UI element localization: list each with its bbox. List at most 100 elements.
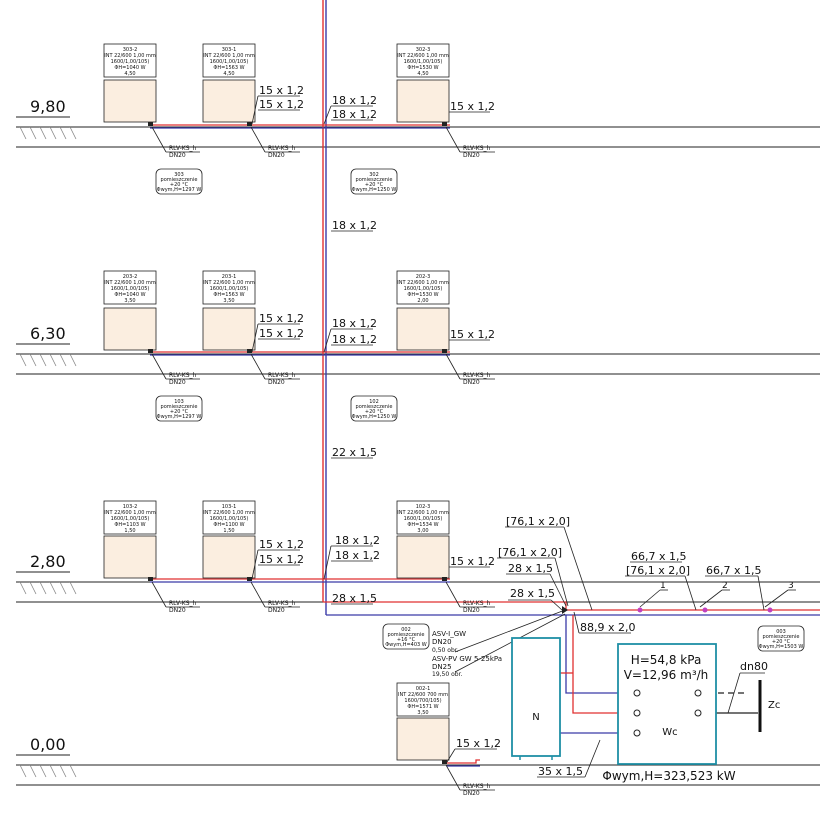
svg-text:+20 °C: +20 °C [772,639,791,645]
svg-text:103: 103 [174,399,184,405]
valve-label: RLV-KS_h [268,145,296,152]
radiator: 103-2 INT 22/600 1,00 mm 1600/1,00/105) … [103,500,157,579]
level-label: 9,80 [30,97,66,116]
valve-size: DN20 [268,607,285,614]
svg-text:ASV-PV GW 5-25kPa: ASV-PV GW 5-25kPa [432,655,502,663]
svg-text:ΦH=1100 W: ΦH=1100 W [213,522,244,528]
pipe-size-label: 15 x 1,2 [259,327,304,340]
svg-text:INT 22/600 1,00 mm: INT 22/600 1,00 mm [104,280,156,286]
flow-label: V=12,96 m³/h [624,668,709,682]
head-label: H=54,8 kPa [631,653,702,667]
pipe-size-label: 18 x 1,2 [335,534,380,547]
svg-text:1600/1,00/105): 1600/1,00/105) [210,516,249,522]
svg-text:302-3: 302-3 [416,47,431,53]
svg-text:pomieszczenie: pomieszczenie [356,177,393,183]
svg-text:19,50 obr.: 19,50 obr. [432,671,462,678]
valve-label: RLV-KS_h [463,783,491,790]
svg-text:1600/1,00/105): 1600/1,00/105) [404,286,443,292]
branch-markers: 1 2 3 [637,581,796,613]
svg-text:DN25: DN25 [432,663,452,671]
heat-exchanger: H=54,8 kPa V=12,96 m³/h Wc Φwym,H=323,52… [602,643,736,783]
svg-text:3,50: 3,50 [417,710,428,716]
valve-size: DN20 [169,607,186,614]
svg-text:INT 22/600 1,00 mm: INT 22/600 1,00 mm [203,280,255,286]
svg-text:pomieszczenie: pomieszczenie [356,404,393,410]
pipe-size-label: 15 x 1,2 [450,100,495,113]
valve-size: DN20 [169,379,186,386]
svg-text:103-2: 103-2 [123,504,138,510]
pipe-size-label: [76,1 x 2,0] [498,546,562,559]
valve-symbol [562,606,568,614]
valve-label: RLV-KS_h [463,145,491,152]
pipe-size-label: 18 x 1,2 [332,333,377,346]
pipe-size-label: 18 x 1,2 [332,108,377,121]
svg-text:INT 22/600 700 mm: INT 22/600 700 mm [398,692,448,698]
svg-text:INT 22/600 1,00 mm: INT 22/600 1,00 mm [397,53,449,59]
branch-pipes [150,124,820,767]
radiator: 103-1 INT 22/600 1,00 mm 1600/1,00/105) … [202,500,256,579]
svg-text:203-2: 203-2 [123,274,138,280]
svg-text:INT 22/600 1,00 mm: INT 22/600 1,00 mm [397,280,449,286]
room-tag: 302 pomieszczenie +20 °C Φwym,H=1250 W [350,168,398,195]
level-label: 0,00 [30,735,66,754]
svg-text:ΦH=1563 W: ΦH=1563 W [213,292,244,298]
svg-text:ΦH=1563 W: ΦH=1563 W [213,65,244,71]
svg-text:pomieszczenie: pomieszczenie [161,404,198,410]
svg-text:002: 002 [401,627,411,633]
branch-valve [767,607,773,613]
pipe-size-label: 28 x 1,5 [510,587,555,600]
svg-text:+20 °C: +20 °C [365,182,384,188]
svg-text:DN20: DN20 [432,638,452,646]
svg-text:INT 22/600 1,00 mm: INT 22/600 1,00 mm [397,510,449,516]
branch-number: 3 [788,581,794,591]
svg-text:202-3: 202-3 [416,274,431,280]
svg-text:ASV-I_GW: ASV-I_GW [432,630,466,638]
pipe-size-label: 15 x 1,2 [259,538,304,551]
valve-label: RLV-KS_h [169,372,197,379]
branch-valve [637,607,643,613]
radiator: 302-3 INT 22/600 1,00 mm 1600/1,00/105) … [396,43,450,123]
valve-label: RLV-KS_h [169,145,197,152]
svg-text:1600/1,00/105): 1600/1,00/105) [210,286,249,292]
pipe-size-label: 66,7 x 1,5 [706,564,762,577]
svg-text:pomieszczenie: pomieszczenie [763,634,800,640]
svg-text:INT 22/600 1,00 mm: INT 22/600 1,00 mm [203,510,255,516]
pipe-size-label: 28 x 1,5 [508,562,553,575]
exchanger-label: Wc [662,727,677,738]
source-label: Zc [768,700,780,711]
svg-text:ΦH=1040 W: ΦH=1040 W [114,65,145,71]
level-hatch [19,126,77,778]
radiator: 002-1 INT 22/600 700 mm 1600/700/105) ΦH… [396,682,450,761]
svg-text:1600/1,00/105): 1600/1,00/105) [404,516,443,522]
pipe-size-label: 15 x 1,2 [259,98,304,111]
valve-label: RLV-KS_h [268,372,296,379]
radiator: 203-1 INT 22/600 1,00 mm 1600/1,00/105) … [202,270,256,351]
pipe-size-label: 18 x 1,2 [332,219,377,232]
svg-text:Φwym,H=1250 W: Φwym,H=1250 W [352,187,397,193]
pipe-size-label: 15 x 1,2 [450,555,495,568]
valve-size: DN20 [169,152,186,159]
svg-text:+20 °C: +20 °C [170,182,189,188]
svg-text:1,50: 1,50 [223,528,234,534]
svg-text:1,50: 1,50 [124,528,135,534]
svg-text:pomieszczenie: pomieszczenie [388,632,425,638]
branch-valve [702,607,708,613]
svg-text:203-1: 203-1 [222,274,237,280]
pipe-labels: 15 x 1,2 15 x 1,2 18 x 1,2 18 x 1,2 15 x… [251,84,765,778]
svg-text:4,50: 4,50 [417,71,428,77]
svg-text:103-1: 103-1 [222,504,237,510]
svg-text:303-2: 303-2 [123,47,138,53]
svg-text:pomieszczenie: pomieszczenie [161,177,198,183]
radiator-valves [148,122,447,764]
room-tag: 102 pomieszczenie +20 °C Φwym,H=1250 W [350,395,398,422]
pipe-size-label: [76,1 x 2,0] [506,515,570,528]
room-tag: 103 pomieszczenie +20 °C Φwym,H=1297 W [155,395,203,422]
svg-text:Φwym,H=1297 W: Φwym,H=1297 W [157,414,202,420]
pipe-size-label: 22 x 1,5 [332,446,377,459]
svg-text:+16 °C: +16 °C [397,637,416,643]
pipe-size-label: 66,7 x 1,5 [631,550,687,563]
source-connection: dn80 Zc [727,660,780,732]
svg-text:ΦH=1534 W: ΦH=1534 W [407,522,438,528]
room-tags: 303 pomieszczenie +20 °C Φwym,H=1297 W 3… [155,168,805,652]
